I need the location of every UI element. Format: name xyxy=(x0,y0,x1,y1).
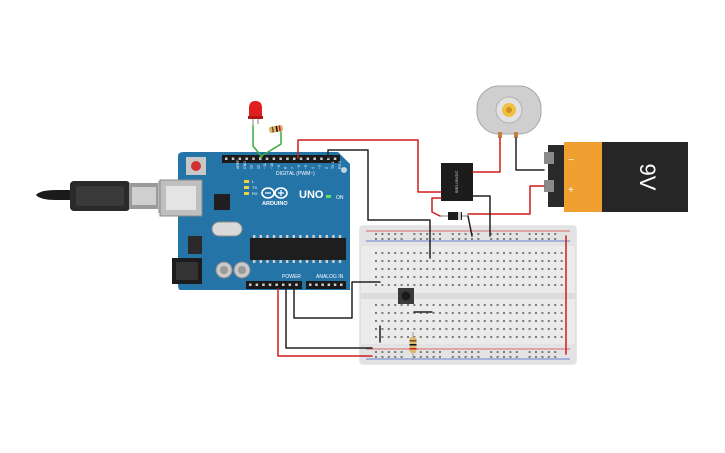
pin-label: 12 xyxy=(256,165,260,169)
battery-icon[interactable]: − + 9V xyxy=(544,142,688,212)
arduino-board[interactable]: DIGITAL (PWM~) UNO ARDUINO ON L TX RX PO… xyxy=(159,152,350,290)
l-label: L xyxy=(252,179,255,184)
wire-diode-breadboard[interactable] xyxy=(467,215,473,237)
wire-5v-rail[interactable] xyxy=(277,288,373,357)
wire-motor-battery[interactable] xyxy=(515,137,545,171)
pin-label: AREF xyxy=(236,159,240,169)
pin-label: TX 1 xyxy=(331,161,335,169)
battery-minus-label: − xyxy=(568,155,574,166)
on-label: ON xyxy=(336,195,344,201)
wire-battery-diode[interactable] xyxy=(467,185,545,215)
breadboard-icon[interactable] xyxy=(359,225,577,365)
wire-gnd-rail[interactable] xyxy=(285,288,373,349)
pin-label: GND xyxy=(243,161,247,169)
relay-label: SRD-05VDC xyxy=(454,171,459,194)
power-analog-header-pins[interactable] xyxy=(249,283,343,287)
wire-relay-breadboard[interactable] xyxy=(472,195,491,237)
battery-voltage-label: 9V xyxy=(635,164,660,191)
arduino-logo-icon xyxy=(261,187,288,199)
model-label: UNO xyxy=(299,189,324,201)
wire-relay-diode[interactable] xyxy=(431,197,442,217)
diode-icon[interactable] xyxy=(440,212,468,220)
tx-label: TX xyxy=(252,185,257,190)
breadboard-holes[interactable] xyxy=(375,233,563,358)
pin-label: 13 xyxy=(250,165,254,169)
wire-led-signal[interactable] xyxy=(259,131,282,158)
pin-label: ~10 xyxy=(270,163,274,169)
pin-label: RX 0 xyxy=(338,161,342,169)
resistor-icon[interactable] xyxy=(409,332,417,360)
pin-label: 7 xyxy=(290,167,294,169)
power-label: POWER xyxy=(282,274,301,280)
relay-icon[interactable]: SRD-05VDC xyxy=(441,163,473,201)
pushbutton-icon[interactable] xyxy=(398,288,414,304)
pin-label: ~11 xyxy=(263,163,267,169)
analog-label: ANALOG IN xyxy=(316,274,344,280)
wire-relay-motor[interactable] xyxy=(472,137,501,173)
wire-pin-relay[interactable] xyxy=(297,139,442,193)
pin-label: ~5 xyxy=(304,165,308,169)
motor-icon[interactable] xyxy=(476,85,542,138)
wires[interactable] xyxy=(252,125,567,357)
wire-pin-breadboard[interactable] xyxy=(327,149,431,259)
resistor-icon[interactable] xyxy=(268,125,284,133)
pin-label: ~6 xyxy=(297,165,301,169)
rx-label: RX xyxy=(252,191,258,196)
wire-led-ground[interactable] xyxy=(252,125,263,158)
digital-label: DIGITAL (PWM~) xyxy=(276,171,315,177)
digital-header-pins[interactable] xyxy=(225,157,337,161)
battery-plus-label: + xyxy=(568,185,574,196)
chip-pins xyxy=(253,235,342,263)
pin-label: ~9 xyxy=(277,165,281,169)
pin-label: 2 xyxy=(324,167,328,169)
wire-input-button[interactable] xyxy=(293,281,381,319)
pin-label: ~3 xyxy=(318,165,322,169)
led-icon[interactable] xyxy=(248,101,263,126)
brand-label: ARDUINO xyxy=(262,201,288,207)
pin-label: 8 xyxy=(284,167,288,169)
pin-label: 4 xyxy=(311,167,315,169)
